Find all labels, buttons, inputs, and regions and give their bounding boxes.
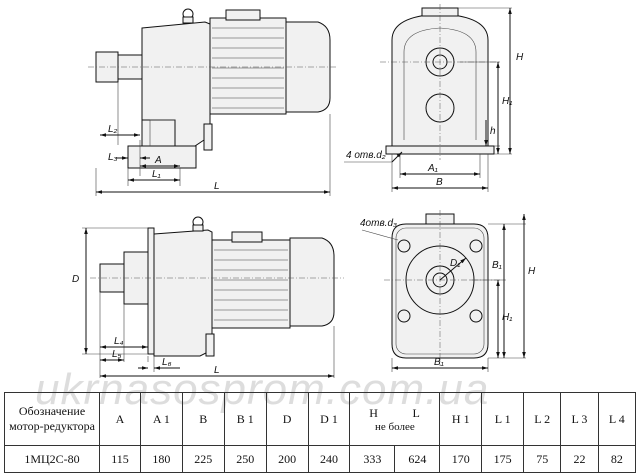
- dim-L2: L₂: [108, 124, 118, 135]
- value-cell: 200: [265, 445, 309, 473]
- mounting-flange: [147, 227, 155, 355]
- col-header: B: [181, 392, 225, 446]
- dim-H1: H₁: [502, 96, 512, 107]
- model-cell: 1МЦ2С-80: [4, 445, 100, 473]
- dim-L1: L₁: [152, 169, 161, 180]
- gearbox-housing: [141, 21, 211, 147]
- value-cell: 82: [597, 445, 637, 473]
- value-cell: 115: [99, 445, 141, 473]
- bolt-hole: [397, 239, 411, 253]
- bolt-hole: [469, 239, 483, 253]
- dim-A1: A₁: [427, 163, 438, 174]
- dim-h: h: [490, 126, 496, 137]
- col-header: D 1: [307, 392, 351, 446]
- value-cell: 624: [394, 445, 441, 473]
- designation-header: Обозначение мотор-редуктора: [4, 392, 100, 446]
- col-header: L 3: [560, 392, 599, 446]
- top-front-view: L₂ L₃ A L₁ L: [88, 8, 338, 196]
- dim-D: D: [72, 274, 79, 285]
- bolt-hole: [469, 309, 483, 323]
- dim-A: A: [154, 155, 162, 166]
- dim-d2: 4 отв.d₂: [346, 150, 386, 161]
- top-side-view: H H₁ h 4 отв.d₂ A₁ B: [344, 4, 524, 192]
- col-header: H: [369, 405, 378, 420]
- table-row: 1МЦ2С-80 115 180 225 250 200 240 333 624…: [4, 445, 637, 473]
- value-cell: 22: [560, 445, 599, 473]
- bottom-front-view: D L₄ L₅ L₆ L: [72, 216, 344, 378]
- technical-drawing: L₂ L₃ A L₁ L H H₁: [72, 4, 536, 378]
- col-header: L 4: [597, 392, 637, 446]
- dimensions-table: Обозначение мотор-редуктора A A 1 B B 1 …: [4, 392, 637, 473]
- value-cell: 250: [223, 445, 267, 473]
- value-cell: 240: [307, 445, 351, 473]
- dim-B: B: [436, 177, 443, 188]
- gearbox-foot: [127, 145, 197, 169]
- not-more-label: не более: [375, 420, 415, 433]
- value-cell: 170: [439, 445, 483, 473]
- dim-H1-lower: H₁: [502, 312, 512, 323]
- value-cell: 180: [139, 445, 183, 473]
- dim-L-lower: L: [214, 365, 220, 376]
- col-header: D: [265, 392, 309, 446]
- value-cell: 75: [523, 445, 562, 473]
- dim-L: L: [214, 181, 220, 192]
- col-header: L 1: [481, 392, 525, 446]
- motor-body: [209, 17, 287, 115]
- motor-body-lower: [211, 239, 291, 329]
- bolt-hole: [397, 309, 411, 323]
- dim-L6: L₆: [162, 357, 172, 368]
- col-header: A 1: [139, 392, 183, 446]
- col-header-group: H L не более: [349, 392, 441, 446]
- col-header: L: [412, 405, 420, 420]
- dim-H-lower: H: [528, 266, 536, 277]
- value-cell: 225: [181, 445, 225, 473]
- dim-B1-bottom: B₁: [434, 357, 444, 368]
- dim-L4: L₄: [114, 336, 124, 347]
- col-header: L 2: [523, 392, 562, 446]
- dim-L5: L₅: [112, 349, 122, 360]
- col-header: A: [99, 392, 141, 446]
- bottom-side-view: 4отв.d₃ D₁ B₁ H H₁ B₁: [360, 210, 536, 372]
- col-header: H 1: [439, 392, 483, 446]
- dim-d3: 4отв.d₃: [360, 218, 397, 229]
- col-header: B 1: [223, 392, 267, 446]
- value-cell: 333: [349, 445, 396, 473]
- dim-H: H: [516, 52, 524, 63]
- dim-D1: D₁: [450, 258, 460, 269]
- dim-B1-vertical: B₁: [492, 260, 502, 271]
- table-header-row: Обозначение мотор-редуктора A A 1 B B 1 …: [4, 392, 637, 446]
- dim-L3: L₃: [108, 152, 118, 163]
- flange-housing: [153, 229, 213, 357]
- value-cell: 175: [481, 445, 525, 473]
